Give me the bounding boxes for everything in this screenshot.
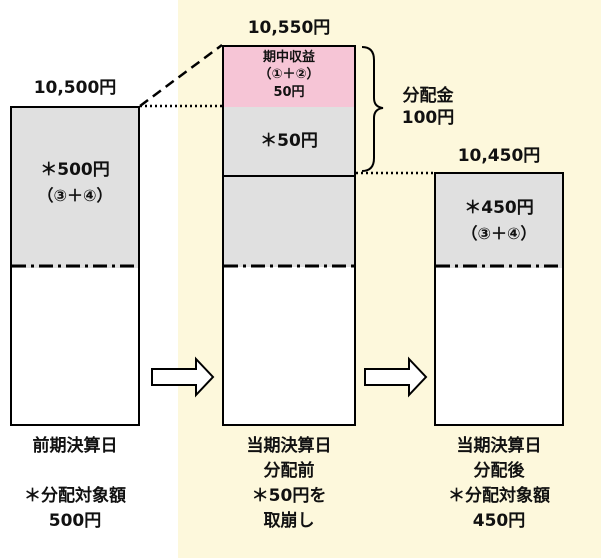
distribution-label: 分配金: [402, 86, 454, 106]
prev-caption-target: ＊分配対象額: [24, 486, 126, 506]
after-value-label: 10,450円: [457, 146, 541, 166]
right-arrow-1: [151, 356, 215, 398]
remaining-distributable-block: [224, 175, 354, 267]
after-caption-after: 分配後: [473, 461, 525, 481]
after-caption-date: 当期決算日: [456, 436, 542, 456]
current-bar: 期中収益 （①＋②） 50円 ＊50円: [222, 45, 356, 426]
after-caption-target: ＊分配対象額: [448, 486, 550, 506]
after-distributable-block: [436, 174, 562, 268]
period-income-amount: 50円: [273, 85, 305, 100]
current-caption-drawdown: ＊50円を: [251, 486, 327, 506]
prev-distributable-block: [12, 108, 138, 268]
prev-block-star: ＊500円: [40, 160, 110, 180]
right-arrow-2: [364, 356, 428, 398]
current-caption-drawdown2: 取崩し: [263, 511, 315, 531]
drawdown-block: [224, 107, 354, 175]
current-caption-date: 当期決算日: [246, 436, 332, 456]
after-bar: ＊450円 （③＋④）: [434, 172, 564, 426]
after-block-star: ＊450円: [464, 198, 534, 218]
prev-value-label: 10,500円: [33, 78, 117, 98]
prev-block-paren: （③＋④）: [37, 186, 113, 205]
current-caption-before: 分配前: [263, 461, 315, 481]
prev-caption-amount: 500円: [48, 511, 102, 531]
distribution-amount: 100円: [401, 108, 455, 128]
after-caption-amount: 450円: [472, 511, 526, 531]
period-income-block: [224, 47, 354, 107]
drawdown-amount: ＊50円: [260, 131, 318, 151]
period-income-title: 期中収益: [262, 50, 315, 65]
prev-caption-date: 前期決算日: [32, 436, 118, 456]
growth-dashed-line: [139, 43, 223, 108]
period-income-paren: （①＋②）: [258, 67, 320, 82]
distribution-brace: [361, 46, 384, 172]
after-block-paren: （③＋④）: [461, 224, 537, 243]
current-value-label: 10,550円: [247, 18, 331, 38]
